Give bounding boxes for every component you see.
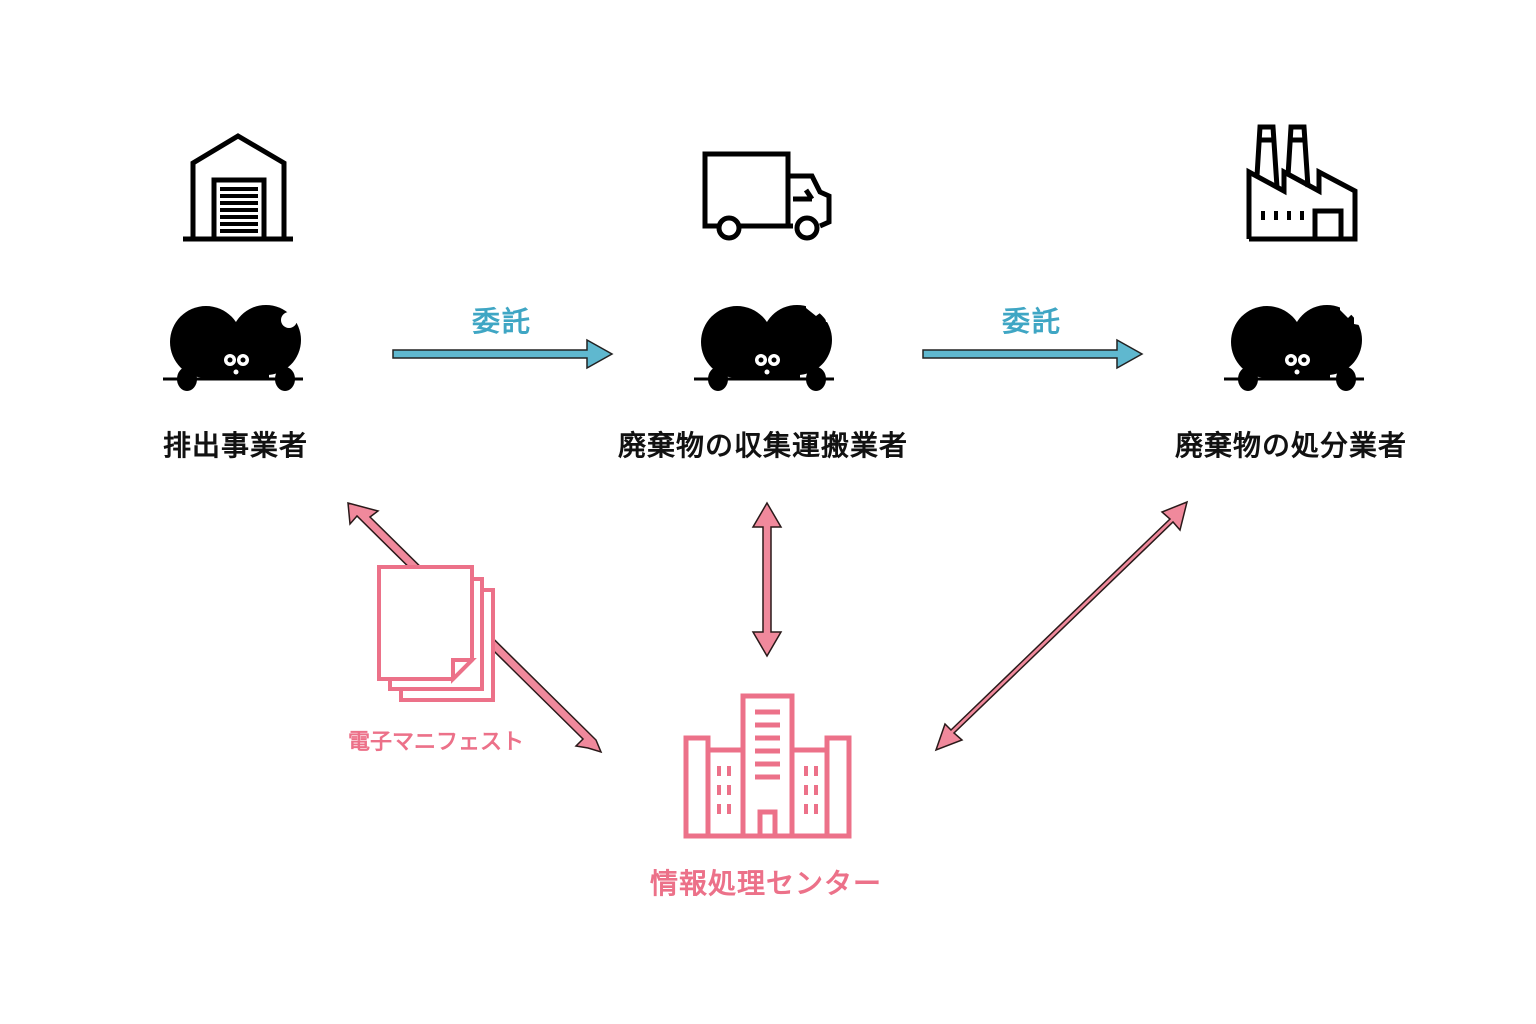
manifest-label: 電子マニフェスト [348,730,525,755]
truck-icon [702,151,832,241]
actor-label-collector: 廃棄物の収集運搬業者 [618,429,909,462]
delegation-label-2: 委託 [1002,305,1063,338]
delegation-arrow [922,338,1144,370]
exchange-arrow-disposer [934,500,1189,752]
center-label: 情報処理センター [650,867,883,900]
mascot-icon [1224,300,1370,391]
documents-stack-icon [377,565,495,702]
actor-label-generator: 排出事業者 [163,429,309,462]
exchange-arrow-collector [751,501,783,658]
mascot-icon [163,305,303,391]
actor-label-disposer: 廃棄物の処分業者 [1175,429,1408,462]
delegation-label-1: 委託 [472,305,533,338]
office-building-icon [683,693,852,839]
warehouse-icon [183,133,293,242]
factory-icon [1246,124,1358,242]
mascot-icon [694,300,840,391]
delegation-arrow [392,338,614,370]
